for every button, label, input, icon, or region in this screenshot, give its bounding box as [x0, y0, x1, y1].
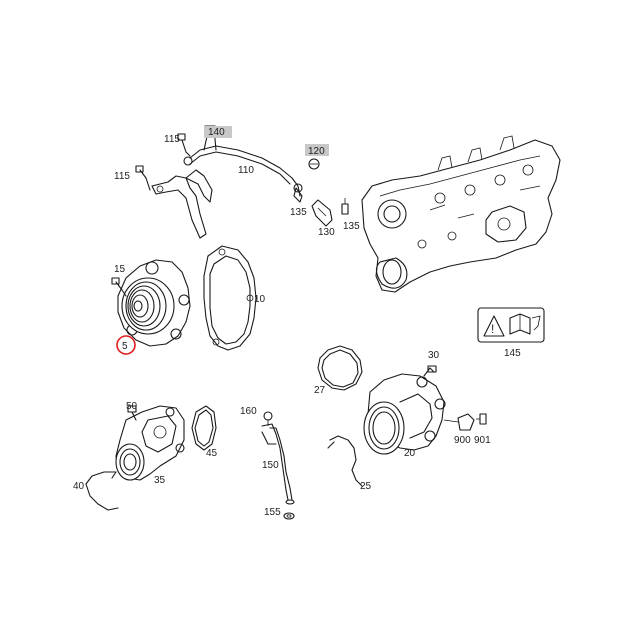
label-27: 27 [314, 385, 326, 396]
label-120: 120 [308, 146, 325, 157]
label-box-120 [305, 144, 329, 156]
label-35: 35 [154, 475, 166, 486]
label-115-a: 115 [164, 134, 180, 145]
label-901: 901 [474, 435, 491, 446]
label-135-b: 135 [343, 221, 360, 232]
label-10: 10 [254, 294, 266, 305]
label-145: 145 [504, 348, 521, 359]
o-ring-27 [317, 345, 363, 391]
label-25: 25 [360, 481, 372, 492]
o-ring-45 [191, 405, 217, 451]
clip-25 [327, 435, 363, 487]
label-50: 50 [126, 401, 138, 412]
pipe-150 [261, 411, 295, 520]
label-115-b: 115 [114, 171, 130, 182]
highlight-circle [116, 335, 136, 355]
clip-40 [85, 471, 119, 511]
label-15: 15 [114, 264, 126, 275]
housing-35 [115, 405, 185, 481]
svg-text:!: ! [491, 322, 494, 336]
thermostat-housing [363, 365, 446, 455]
pipe-bracket [135, 133, 213, 239]
label-20: 20 [404, 448, 416, 459]
label-30: 30 [428, 350, 440, 361]
label-5: 5 [122, 341, 128, 352]
label-110: 110 [238, 165, 254, 176]
label-135-a: 135 [290, 207, 307, 218]
label-155: 155 [264, 507, 281, 518]
coolant-pipe [183, 125, 303, 197]
label-40: 40 [73, 481, 85, 492]
label-box-140 [204, 126, 232, 138]
gasket-10 [203, 245, 257, 351]
water-pump [111, 259, 191, 347]
label-160: 160 [240, 406, 257, 417]
label-140: 140 [208, 127, 225, 138]
hose-130 [293, 158, 349, 227]
warning-label-145: ! [477, 307, 545, 343]
label-900: 900 [454, 435, 471, 446]
label-45: 45 [206, 448, 218, 459]
sensor-900 [443, 413, 487, 431]
engine-block [361, 135, 561, 293]
label-130: 130 [318, 227, 335, 238]
label-150: 150 [262, 460, 279, 471]
